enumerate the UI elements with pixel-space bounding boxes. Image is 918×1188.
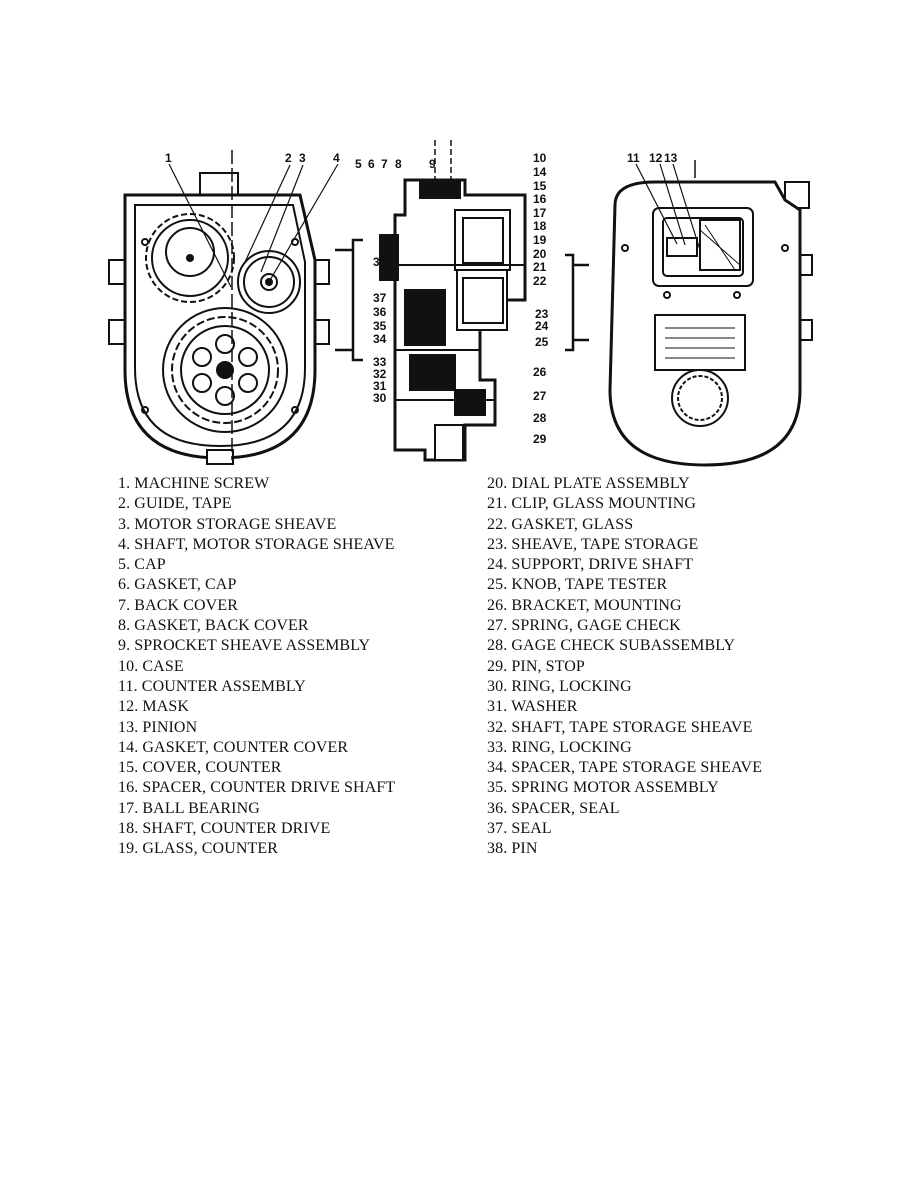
callout-1: 1 — [165, 151, 172, 165]
callout-35: 35 — [373, 319, 387, 333]
callout-10: 10 — [533, 151, 547, 165]
callout-14: 14 — [533, 165, 547, 179]
legend-item: 10. CASE — [118, 657, 184, 675]
legend-item: 24. SUPPORT, DRIVE SHAFT — [487, 556, 694, 574]
legend-item: 22. GASKET, GLASS — [487, 515, 634, 533]
callout-37: 37 — [373, 291, 387, 305]
legend-item: 35. SPRING MOTOR ASSEMBLY — [487, 779, 719, 797]
legend-item: 38. PIN — [487, 840, 538, 858]
legend-item: 7. BACK COVER — [118, 596, 238, 614]
callout-9: 9 — [429, 157, 436, 171]
callout-28: 28 — [533, 411, 547, 425]
exploded-gage-diagram: 1 2 3 4 5 6 7 8 9 10 14 15 16 17 18 19 2… — [108, 140, 813, 467]
callout-34: 34 — [373, 332, 387, 346]
callout-30: 30 — [373, 391, 387, 405]
legend-item: 27. SPRING, GAGE CHECK — [487, 617, 681, 635]
callout-7: 7 — [381, 157, 388, 171]
legend-item: 17. BALL BEARING — [118, 799, 260, 817]
legend-item: 25. KNOB, TAPE TESTER — [487, 576, 668, 594]
callout-labels: 1 2 3 4 5 6 7 8 9 10 14 15 16 17 18 19 2… — [165, 151, 678, 446]
legend-item: 4. SHAFT, MOTOR STORAGE SHEAVE — [118, 535, 395, 553]
legend-item: 31. WASHER — [487, 698, 578, 716]
legend-item: 36. SPACER, SEAL — [487, 799, 620, 817]
front-view — [608, 160, 813, 467]
parts-legend-left: 1. MACHINE SCREW 2. GUIDE, TAPE 3. MOTOR… — [118, 474, 395, 860]
legend-item: 9. SPROCKET SHEAVE ASSEMBLY — [118, 637, 371, 655]
callout-6: 6 — [368, 157, 375, 171]
callout-21: 21 — [533, 260, 547, 274]
legend-item: 23. SHEAVE, TAPE STORAGE — [487, 535, 699, 553]
legend-item: 6. GASKET, CAP — [118, 576, 237, 594]
legend-item: 19. GLASS, COUNTER — [118, 840, 279, 858]
legend-item: 8. GASKET, BACK COVER — [118, 617, 309, 635]
rear-view — [108, 150, 363, 465]
legend-item: 11. COUNTER ASSEMBLY — [118, 677, 306, 695]
legend-item: 3. MOTOR STORAGE SHEAVE — [118, 515, 337, 533]
callout-23: 23 — [535, 307, 549, 321]
legend-item: 5. CAP — [118, 556, 166, 574]
legend-item: 20. DIAL PLATE ASSEMBLY — [487, 475, 690, 492]
legend-item: 15. COVER, COUNTER — [118, 759, 282, 777]
callout-16: 16 — [533, 192, 547, 206]
callout-20: 20 — [533, 247, 547, 261]
callout-15: 15 — [533, 179, 547, 193]
legend-item: 12. MASK — [118, 698, 190, 716]
callout-18: 18 — [533, 219, 547, 233]
callout-19: 19 — [533, 233, 547, 247]
callout-32: 32 — [373, 367, 387, 381]
legend-item: 2. GUIDE, TAPE — [118, 495, 232, 513]
callout-5: 5 — [355, 157, 362, 171]
callout-2: 2 — [285, 151, 292, 165]
legend-item: 14. GASKET, COUNTER COVER — [118, 738, 349, 756]
callout-38: 38 — [373, 255, 387, 269]
callout-36: 36 — [373, 305, 387, 319]
legend-item: 1. MACHINE SCREW — [118, 475, 270, 492]
legend-item: 18. SHAFT, COUNTER DRIVE — [118, 820, 331, 838]
callout-17: 17 — [533, 206, 547, 220]
callout-26: 26 — [533, 365, 547, 379]
callout-33: 33 — [373, 355, 387, 369]
callout-13: 13 — [664, 151, 678, 165]
legend-item: 34. SPACER, TAPE STORAGE SHEAVE — [487, 759, 763, 777]
callout-24: 24 — [535, 319, 549, 333]
legend-item: 30. RING, LOCKING — [487, 677, 632, 695]
legend-item: 32. SHAFT, TAPE STORAGE SHEAVE — [487, 718, 753, 736]
legend-item: 16. SPACER, COUNTER DRIVE SHAFT — [118, 779, 396, 797]
callout-8: 8 — [395, 157, 402, 171]
parts-legend-right: 20. DIAL PLATE ASSEMBLY 21. CLIP, GLASS … — [487, 474, 762, 860]
callout-3: 3 — [299, 151, 306, 165]
callout-27: 27 — [533, 389, 547, 403]
legend-item: 29. PIN, STOP — [487, 657, 585, 675]
legend-item: 21. CLIP, GLASS MOUNTING — [487, 495, 697, 513]
callout-25: 25 — [535, 335, 549, 349]
legend-item: 28. GAGE CHECK SUBASSEMBLY — [487, 637, 736, 655]
callout-31: 31 — [373, 379, 387, 393]
legend-item: 33. RING, LOCKING — [487, 738, 632, 756]
section-view — [379, 140, 589, 462]
callout-22: 22 — [533, 274, 547, 288]
legend-item: 26. BRACKET, MOUNTING — [487, 596, 682, 614]
callout-12: 12 — [649, 151, 663, 165]
callout-29: 29 — [533, 432, 547, 446]
legend-item: 13. PINION — [118, 718, 198, 736]
callout-4: 4 — [333, 151, 340, 165]
legend-item: 37. SEAL — [487, 820, 552, 838]
callout-11: 11 — [627, 151, 640, 165]
